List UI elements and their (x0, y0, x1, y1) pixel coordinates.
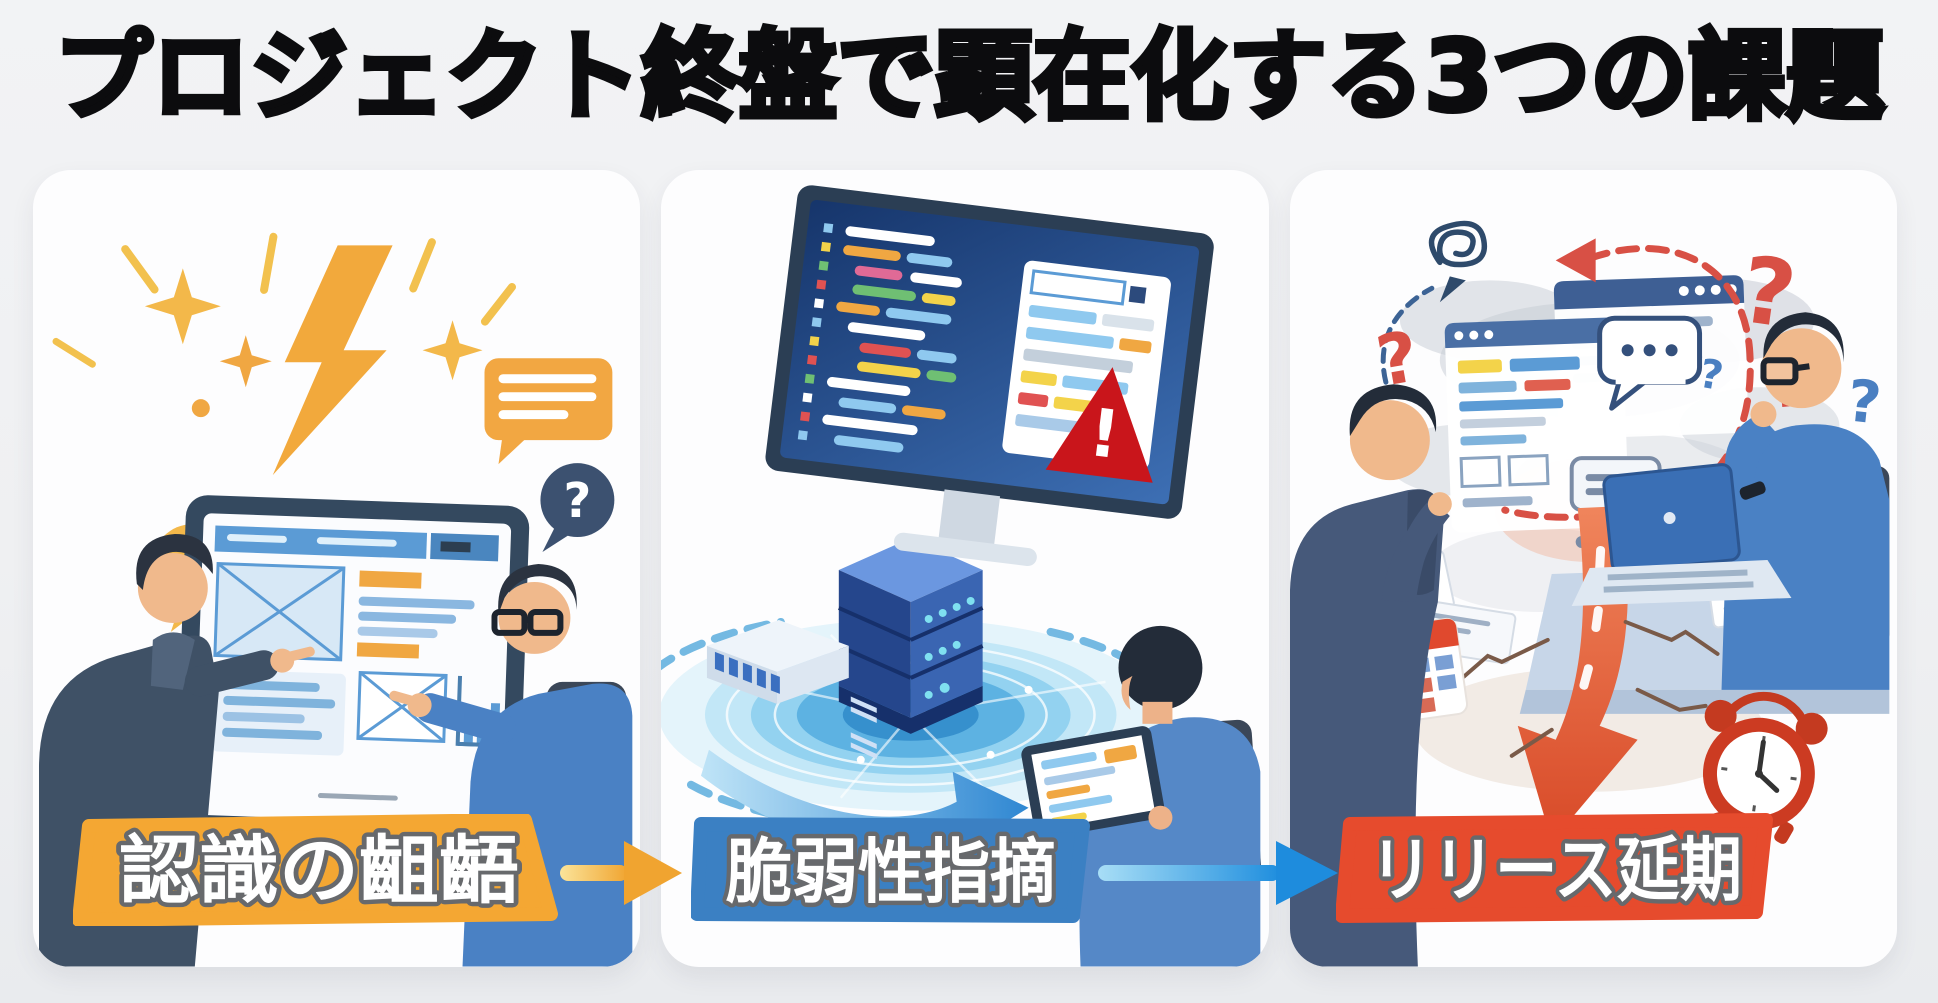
arrow-head (1276, 841, 1338, 905)
thinking-arm (1381, 498, 1450, 602)
thought-dashed-line (1380, 285, 1434, 385)
flow-arrow-2 (1098, 841, 1338, 905)
spark-slash (409, 238, 436, 293)
keyboard-keys (1603, 569, 1754, 593)
minute-hand (1756, 739, 1766, 777)
page-title-text: プロジェクト終盤で顕在化する3つの課題 (54, 20, 1884, 134)
hair (1763, 312, 1844, 363)
step-banner-2: 脆弱性指摘 (691, 817, 1090, 923)
server-vents (851, 696, 878, 759)
conflict-sparks (52, 232, 517, 476)
step-label-3: リリース延期 (1370, 829, 1742, 911)
wireframe-board-icon (175, 495, 530, 844)
tablet-icon (1021, 726, 1165, 839)
question-bubble-icon: ? (540, 463, 615, 553)
hand (1148, 805, 1173, 830)
engineer-with-tablet (1021, 625, 1262, 967)
hour-hand (1756, 771, 1779, 793)
step-label-2: 脆弱性指摘 (726, 831, 1056, 913)
step-banner-1: 認識の齟齬 (73, 814, 558, 926)
panel-vulnerability: ! (661, 170, 1269, 967)
server-lights (925, 596, 975, 699)
spark-dot (191, 399, 210, 418)
arrow-shaft (1098, 865, 1280, 881)
glasses-icon (1760, 357, 1810, 386)
arrow-shaft (560, 865, 628, 881)
pointing-arm (184, 646, 315, 697)
page-title: プロジェクト終盤で顕在化する3つの課題 (52, 18, 1887, 137)
list-panel (211, 669, 346, 756)
spark-icon (422, 320, 483, 381)
code-lines (822, 226, 963, 453)
hand (1427, 492, 1452, 517)
developer-at-laptop (1571, 312, 1889, 690)
switch-ports (715, 651, 781, 694)
laptop-icon (1571, 463, 1792, 606)
hair (1349, 384, 1436, 437)
raised-arm (1724, 414, 1780, 503)
pointing-arm (389, 690, 517, 744)
spark-slash (480, 282, 517, 326)
spark-icon (219, 335, 272, 388)
step-label-1: 認識の齟齬 (119, 828, 519, 914)
spark-slash (121, 245, 159, 294)
face (1349, 400, 1430, 481)
tangle-scribble-icon (1428, 220, 1487, 303)
spark-slash (52, 337, 96, 368)
hair (136, 534, 213, 590)
banner-shape (1336, 813, 1773, 923)
hand (1750, 401, 1777, 428)
code-monitor-icon: ! (765, 185, 1215, 519)
chat-bubble-icon (1596, 315, 1702, 411)
banner-shape (73, 814, 558, 926)
glasses-icon (491, 608, 564, 636)
spark-icon (144, 268, 221, 345)
monitor-stand (894, 489, 1038, 567)
question-glyph: ? (563, 474, 591, 529)
speech-bubble-icon (484, 358, 613, 465)
question-mark-icon: ? (1844, 366, 1885, 437)
watch-icon (1739, 481, 1766, 500)
road-dashes (1579, 546, 1605, 690)
spark-slash (260, 232, 278, 294)
warning-triangle-icon: ! (1045, 367, 1154, 483)
neck (1142, 701, 1173, 724)
suit-lapel (150, 632, 195, 690)
head (1118, 625, 1203, 710)
ear (1121, 675, 1133, 710)
illustration-release-delay: ? ? ? ? ? ? (1289, 220, 1889, 967)
face (137, 553, 208, 623)
crack-lines (1455, 619, 1720, 758)
code-gutter (798, 223, 834, 441)
dashed-arc (661, 617, 786, 671)
banner-shape (691, 817, 1090, 923)
arrow-head (624, 841, 682, 905)
alarm-clock-icon (1702, 691, 1828, 844)
flow-arrow-1 (560, 841, 682, 905)
lightning-icon (272, 245, 393, 476)
step-banner-3: リリース延期 (1336, 813, 1773, 923)
network-switch-icon (707, 619, 850, 704)
hair (498, 564, 577, 614)
illustration-vulnerability: ! (661, 185, 1262, 967)
image-placeholder-icon (213, 562, 346, 662)
